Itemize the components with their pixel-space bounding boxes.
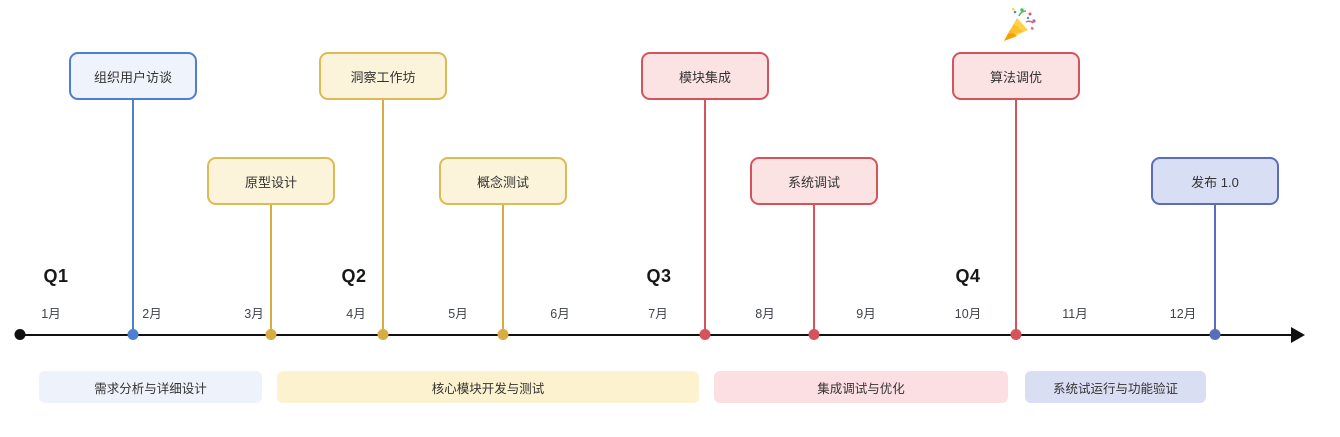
phase-label: 系统试运行与功能验证	[1052, 381, 1178, 396]
milestone-label: 系统调试	[787, 174, 840, 190]
milestone-connector	[704, 100, 706, 335]
milestone-label: 概念测试	[476, 174, 529, 190]
milestone-connector	[1015, 100, 1017, 335]
milestone-label: 发布 1.0	[1191, 174, 1239, 190]
quarter-label-q1: Q1	[43, 266, 69, 286]
month-label-10: 10月	[954, 307, 982, 321]
quarter-label-q4: Q4	[955, 266, 981, 286]
milestone-dot	[497, 329, 509, 340]
milestone-dot	[808, 329, 820, 340]
milestone-connector	[382, 100, 384, 335]
milestone-dot	[127, 329, 139, 340]
milestone-label: 模块集成	[678, 69, 731, 85]
milestone-connector	[813, 205, 815, 335]
month-label-9: 9月	[856, 307, 876, 321]
month-label-7: 7月	[648, 307, 668, 321]
party-popper-icon	[1004, 7, 1036, 41]
milestone-dot	[1010, 329, 1022, 340]
milestone-connector	[502, 205, 504, 335]
quarter-label-q2: Q2	[341, 266, 367, 286]
phase-bar-core-development: 核心模块开发与测试	[277, 371, 699, 403]
milestone-label: 算法调优	[989, 69, 1042, 85]
month-label-8: 8月	[755, 307, 775, 321]
phase-label: 需求分析与详细设计	[94, 381, 207, 396]
milestone-box-algorithm-tuning: 算法调优	[952, 52, 1080, 100]
phase-bar-trial-run-verification: 系统试运行与功能验证	[1025, 371, 1206, 403]
milestone-box-module-integration: 模块集成	[641, 52, 769, 100]
milestone-connector	[132, 100, 134, 335]
milestone-box-user-interviews: 组织用户访谈	[69, 52, 197, 100]
milestone-box-system-debugging: 系统调试	[750, 157, 878, 205]
phase-label: 集成调试与优化	[817, 381, 905, 396]
month-label-2: 2月	[142, 307, 162, 321]
month-label-1: 1月	[41, 307, 61, 321]
axis-start-dot	[14, 329, 26, 340]
quarter-label-q3: Q3	[646, 266, 672, 286]
milestone-box-prototype-design: 原型设计	[207, 157, 335, 205]
axis-arrowhead-icon	[1291, 327, 1305, 343]
milestone-dot	[265, 329, 277, 340]
milestone-label: 组织用户访谈	[93, 69, 172, 85]
month-label-5: 5月	[448, 307, 468, 321]
phase-bar-integration-optimization: 集成调试与优化	[714, 371, 1008, 403]
milestone-box-concept-test: 概念测试	[439, 157, 567, 205]
phase-bar-requirements: 需求分析与详细设计	[39, 371, 262, 403]
milestone-dot	[699, 329, 711, 340]
milestone-label: 原型设计	[244, 174, 297, 190]
milestone-connector	[270, 205, 272, 335]
milestone-box-release-1-0: 发布 1.0	[1151, 157, 1279, 205]
month-label-4: 4月	[346, 307, 366, 321]
milestone-dot	[1209, 329, 1221, 340]
month-label-3: 3月	[244, 307, 264, 321]
month-label-6: 6月	[550, 307, 570, 321]
milestone-label: 洞察工作坊	[350, 69, 416, 85]
month-label-11: 11月	[1062, 307, 1088, 321]
month-label-12: 12月	[1169, 307, 1197, 321]
milestone-box-insight-workshop: 洞察工作坊	[319, 52, 447, 100]
milestone-dot	[377, 329, 389, 340]
milestone-connector	[1214, 205, 1216, 335]
timeline-axis	[16, 334, 1293, 336]
phase-label: 核心模块开发与测试	[431, 381, 545, 396]
